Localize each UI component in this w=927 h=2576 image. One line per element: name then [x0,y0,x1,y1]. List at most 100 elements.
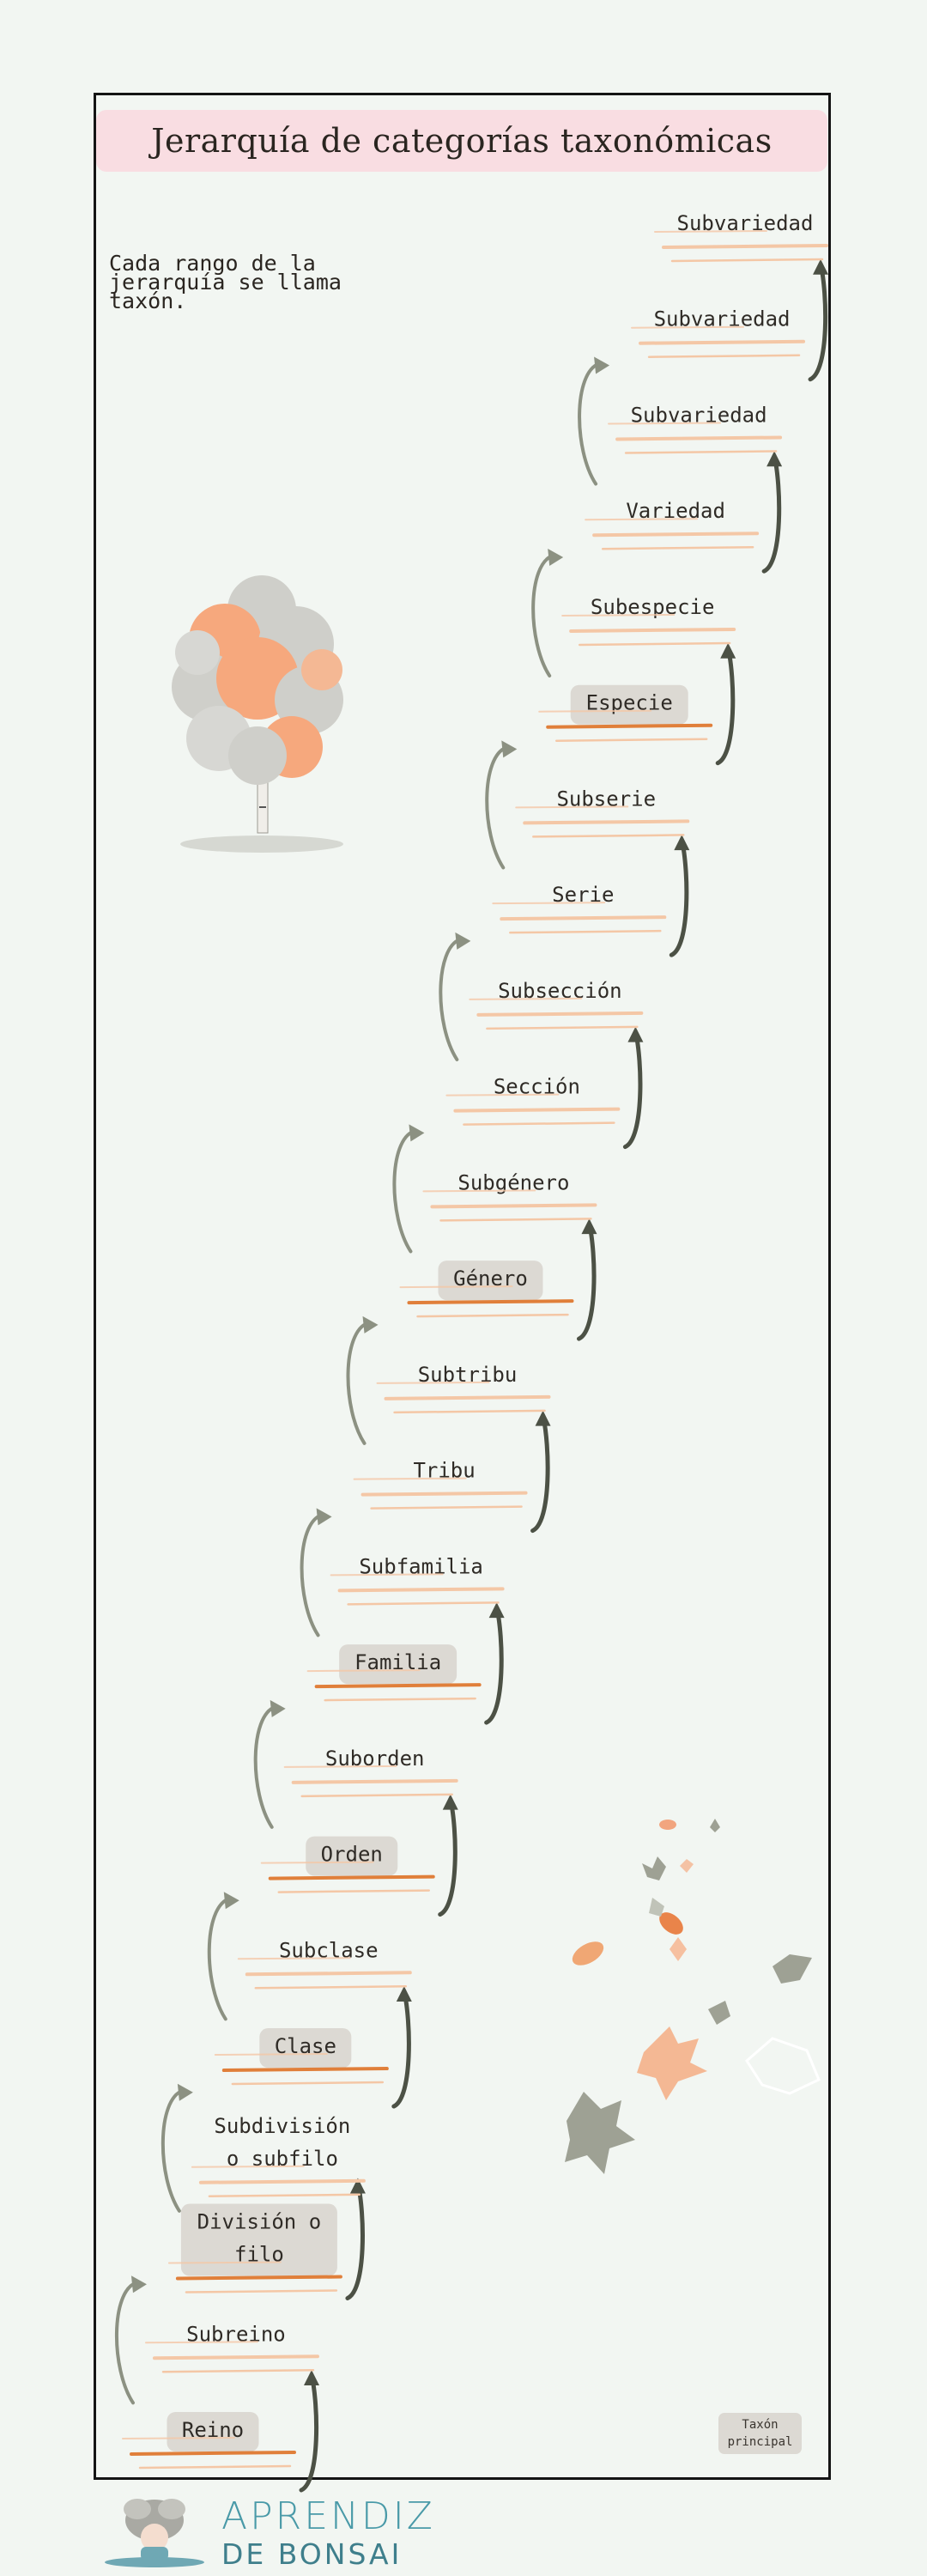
step-line [214,2053,328,2057]
curved-arrow-icon [531,553,555,677]
bonsai-girl-logo-icon [105,2499,204,2567]
step-line [532,834,685,838]
arrow-head-icon [304,2370,319,2385]
falling-leaves-illustration [565,1819,821,2174]
arrow-head-icon [548,548,564,566]
arrow-up-icon [438,1797,457,1917]
rank-step: Serie [492,835,690,957]
rank-step: Género [399,1218,597,1341]
step-line [152,2354,319,2360]
curved-arrow-icon [346,1321,370,1445]
principal-badge [339,1644,457,1685]
curved-arrow-icon [207,1897,231,2021]
arrow-head-icon [627,1026,644,1042]
rank-step: Subclase [207,1892,412,2021]
step-line [608,422,722,425]
step-line [122,2437,235,2439]
arrow-head-icon [594,356,610,374]
rank-step: Subvariedad [631,258,829,382]
rank-step: Subtribu [346,1315,551,1445]
rank-step: Subserie [485,740,690,870]
step-line [198,2178,366,2184]
rank-step: Suborden [253,1699,458,1829]
step-line [360,1491,528,1497]
step-line [175,2275,342,2281]
step-line [569,627,736,633]
arrow-head-icon [442,1794,458,1810]
step-line [639,339,806,345]
rank-step: Variedad [585,451,783,574]
step-line [324,1697,476,1702]
arrow-head-icon [177,2083,193,2101]
logo-text-line1: APRENDIZ [221,2494,435,2538]
arrow-head-icon [409,1124,425,1142]
step-line [376,1381,490,1384]
step-line [515,805,629,809]
step-line [330,1573,444,1577]
rank-step: Subvariedad [654,211,828,263]
step-line [268,1874,435,1880]
step-line [185,2289,338,2293]
curved-arrow-icon [161,2088,185,2213]
arrow-up-icon [530,1413,550,1534]
curved-arrow-icon [114,2281,138,2405]
rank-step: Orden [260,1794,458,1917]
arrow-up-icon [484,1605,504,1725]
curved-arrow-icon [300,1513,324,1637]
curved-arrow-icon [392,1129,416,1254]
arrow-up-icon [622,1030,643,1150]
principal-badge [306,1836,398,1876]
step-line [538,709,652,713]
step-line [486,1025,639,1030]
arrow-up-icon [345,2181,365,2301]
step-line [407,1299,574,1305]
step-line [399,1285,513,1289]
step-line [314,1683,482,1689]
step-line [554,738,708,742]
step-line [337,1587,505,1593]
step-line [191,2165,305,2168]
principal-badge [438,1261,543,1301]
arrow-up-icon [299,2372,319,2493]
principal-badge [259,2028,352,2069]
arrow-head-icon [535,1410,551,1426]
step-line [416,1313,569,1318]
logo-text-line2: DE BONSAI [221,2537,403,2571]
step-line [300,1793,453,1798]
step-line [500,915,667,921]
page-title: Jerarquía de categorías taxonómicas [151,122,772,160]
principal-badge [570,684,688,725]
step-line [430,1203,597,1209]
tree-illustration [172,575,343,853]
step-line [260,1861,374,1864]
step-line [221,2067,389,2073]
subtitle-note: Cada rango de la jerarquía se llama taxó… [109,251,342,313]
arrow-up-icon [576,1221,597,1341]
step-line [647,354,801,358]
step-line [393,1409,546,1414]
step-line [631,325,745,329]
step-line [601,545,754,550]
arrow-head-icon [270,1699,286,1717]
step-line [445,1093,560,1097]
step-line [670,258,824,263]
arrow-head-icon [223,1892,239,1910]
arrow-head-icon [349,2178,366,2194]
principal-taxon-legend: Taxón principal [718,2413,802,2454]
curved-arrow-icon [578,361,602,486]
step-line [546,723,713,729]
step-line [523,819,690,825]
rank-step: Reino [122,2370,319,2493]
step-line [463,1121,615,1126]
step-line [208,2193,361,2198]
rank-step: Tribu [353,1410,551,1534]
step-line [422,1189,536,1193]
step-line [254,1985,408,1990]
step-line [237,1957,351,1960]
arrow-head-icon [813,258,829,275]
step-line [624,450,778,454]
arrow-head-icon [488,1602,505,1619]
arrow-head-icon [720,642,736,659]
